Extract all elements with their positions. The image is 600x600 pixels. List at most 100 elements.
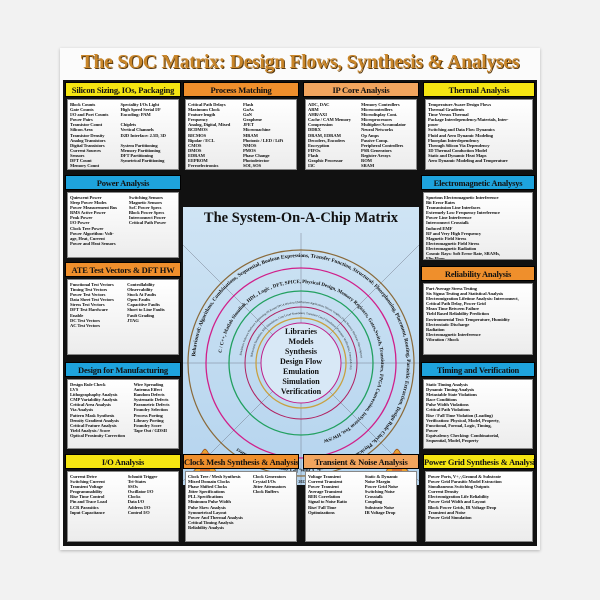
list-item: Critical Timing Analysis (188, 519, 234, 525)
list-item: PMOS (242, 147, 256, 153)
list-item: Analog Transistors (70, 137, 106, 143)
list-item: Time Versus Thermal (428, 112, 469, 118)
list-item: AC Test Vectors (70, 322, 100, 328)
list-item: Minimum Pulse Width (188, 499, 231, 505)
list-item: Reliability Analysis (188, 524, 224, 530)
list-item: Power Grid Width and Layout (428, 499, 486, 505)
list-item: Random Defects (133, 392, 165, 398)
list-item: Power Transient (308, 484, 339, 490)
panel-title: Reliability Analysis (421, 266, 535, 281)
core-list: Libraries Models Synthesis Design Flow E… (280, 327, 322, 396)
ring-green (228, 290, 374, 436)
list-item: Radiation (426, 326, 445, 332)
list-item: ROM (360, 158, 372, 164)
list-item: Functional, Formal, Logic, Timing, (426, 422, 492, 428)
list-item: Rise/ Fall Time (308, 504, 337, 510)
list-item: 3D Thermal Conduction Model (428, 147, 487, 153)
list-item: Coupling (364, 499, 383, 505)
list-item: Peripheral Controllers (360, 142, 404, 148)
list-item: Gate Counts (70, 107, 94, 113)
list-item: Micromachine (242, 127, 271, 133)
list-item: SoC Power Specs (128, 205, 162, 211)
list-item: Microprocessors (360, 117, 392, 123)
list-item: Spurious Electromagnetic Interference (426, 195, 499, 200)
list-item: Clock Generators (252, 474, 287, 479)
list-item: Quiescent Power (70, 195, 102, 200)
list-item: I/O and Port Counts (70, 112, 109, 118)
list-item: Yield Analysis / Score (70, 427, 111, 433)
list-item: Power Pairs (70, 117, 93, 123)
list-item: Block Power Grids, IR Voltage Drop (428, 504, 497, 510)
list-item: Electromagnetic Interference (426, 331, 481, 337)
list-item: Pulse Skew Analysis (188, 504, 226, 510)
list-item: SRAM (360, 163, 375, 169)
list-item: Foundry Score (133, 422, 162, 428)
list-item: MRAM (242, 132, 258, 138)
core-item: Emulation (283, 367, 320, 376)
list-item: Process Porting (133, 412, 163, 418)
list-item: Magnetic Field Stress (426, 235, 467, 241)
list-item: DFT Partitioning (120, 152, 153, 158)
list-item: DFT Count (70, 158, 92, 164)
ring-crimson (244, 306, 358, 420)
list-item: Current Sources (70, 147, 101, 153)
list-item: BCDMOS (188, 127, 208, 133)
list-item: JFET (242, 122, 254, 128)
matrix-title: The System-On-A-Chip Matrix (203, 210, 399, 226)
list-item: Memory Count (70, 163, 100, 169)
list-item: age, Heat, Current (70, 235, 105, 241)
list-item: Average Transient (308, 489, 343, 495)
list-item: Register Arrays (360, 152, 391, 158)
list-item: EEPROM (188, 158, 208, 164)
core-item: Verification (281, 387, 322, 396)
list-item: D2D Interface: 2.5D, 3D (120, 132, 166, 138)
list-item: Power Grid Noise (364, 484, 399, 490)
list-item: Critical Feature Analysis (70, 422, 117, 428)
list-item: Data Sheet Test Vectors (70, 297, 114, 303)
panel-title: Clock Mesh Synthesis & Analysis (183, 454, 299, 469)
list-item: Race Conditions (426, 397, 457, 403)
list-item: Dynamic Timing Analysis (426, 387, 475, 393)
list-item: Graphene (242, 117, 262, 123)
panel-title: Transient & Noise Analysis (303, 454, 419, 469)
list-item: Interconnect Crosstalk (426, 220, 469, 226)
list-item: Temperature Aware Design Flows (428, 102, 492, 107)
list-item: Signal to Noise Ratio (308, 499, 347, 505)
list-item: Vertical Channels (120, 127, 154, 133)
list-item: Passive Comp. (360, 137, 389, 143)
list-item: Power (426, 427, 438, 433)
list-item: I3C (308, 163, 316, 169)
list-item: Cache / CAM Memory (308, 117, 351, 123)
list-item: Address I/O (127, 504, 151, 510)
list-item: Current Density (428, 489, 459, 495)
ring-gold (255, 317, 347, 409)
list-item: Stuck At Faults (127, 292, 157, 298)
list-item: Pin and Trace Load (70, 499, 107, 505)
copyright-notice: ©Mark C. Stansberry 2022, All Rights Res… (259, 479, 343, 484)
list-item: Maximum Clock (188, 107, 220, 113)
list-item: Sequential, Model, Property (426, 438, 479, 444)
list-item: Power Algorithm: Volt- (70, 230, 114, 236)
list-item: Controllability (127, 282, 155, 287)
list-item: Memory Partitioning (120, 147, 161, 153)
list-item: PSR Generators (360, 147, 392, 153)
list-item: Decoders, Encoders (308, 137, 345, 143)
list-item: Power Grid Parasitic Model Extraction (428, 479, 502, 485)
panel-title: Design for Manufacturing (65, 362, 181, 377)
list-item: Compression (308, 122, 333, 128)
list-item: Crystal I/Os (252, 479, 276, 485)
